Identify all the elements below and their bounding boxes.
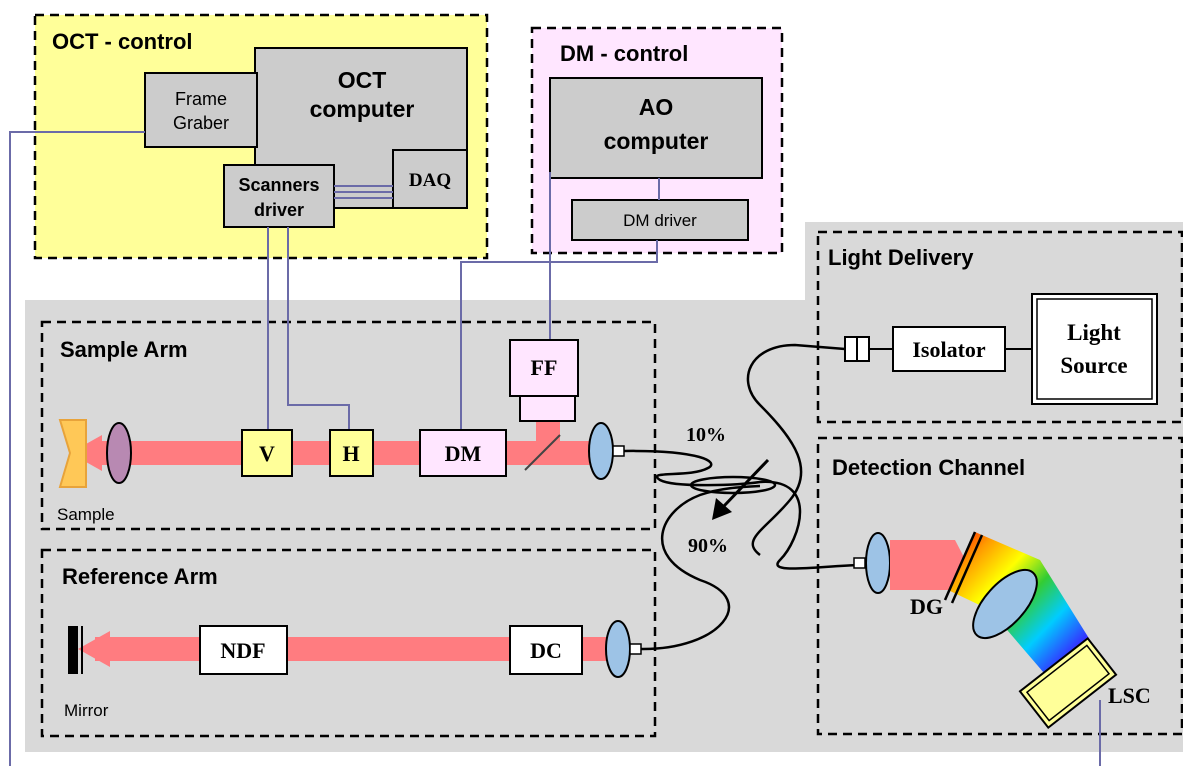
detection-channel-title: Detection Channel xyxy=(832,455,1025,480)
coupler-arrow-shaft xyxy=(722,458,770,508)
reference-beam-arrowhead xyxy=(78,631,110,667)
dispersion-compensator xyxy=(509,625,583,675)
dc-label: DC xyxy=(530,638,562,663)
sample-collimator-lens xyxy=(588,422,614,480)
scanners-driver-label-1: Scanners xyxy=(238,175,319,195)
scanners-driver-box xyxy=(223,164,335,228)
coupler-ratio-90: 90% xyxy=(688,535,728,557)
sample-arm-title: Sample Arm xyxy=(60,337,188,362)
ff-camera-label: FF xyxy=(531,355,558,380)
daq-label: DAQ xyxy=(409,170,451,191)
frame-graber-label-1: Frame xyxy=(175,89,227,109)
fiber-network xyxy=(623,343,861,651)
deformable-mirror xyxy=(419,429,507,477)
reference-fiber-tip xyxy=(629,643,642,655)
ndf-label: NDF xyxy=(220,638,265,663)
v-scanner xyxy=(241,429,293,477)
sample-lens xyxy=(106,422,132,484)
detection-beam xyxy=(890,540,968,590)
coupler-ratio-10: 10% xyxy=(686,424,726,446)
reference-arm-title: Reference Arm xyxy=(62,564,218,589)
reference-arm-region xyxy=(40,548,657,738)
coupler-arrowhead xyxy=(712,498,732,520)
light-source-box xyxy=(1031,293,1158,405)
dm-driver-label: DM driver xyxy=(623,211,697,230)
sample-object xyxy=(58,419,87,488)
oct-computer-label-2: computer xyxy=(310,96,415,122)
oct-computer-label-1: OCT xyxy=(338,67,387,93)
reference-collimator-lens xyxy=(605,620,631,678)
reference-mirror xyxy=(68,626,78,674)
fiber-coupler xyxy=(689,475,777,495)
oct-control-title: OCT - control xyxy=(52,29,193,54)
dm-driver-box xyxy=(571,199,749,241)
detection-channel-region xyxy=(816,436,1183,736)
beam-splitter xyxy=(524,434,561,471)
mirror-label: Mirror xyxy=(64,701,109,720)
isolator-box xyxy=(892,326,1006,372)
detection-focusing-lens xyxy=(972,569,1038,639)
h-scanner-label: H xyxy=(342,441,359,466)
diffraction-grating-back xyxy=(950,534,984,604)
control-wiring xyxy=(9,131,1101,766)
optics-background-panel xyxy=(25,222,1183,752)
sample-fiber-tip xyxy=(612,445,625,457)
ff-camera-lens xyxy=(519,395,576,422)
daq-box xyxy=(392,149,468,209)
ndf-filter xyxy=(199,625,288,675)
light-delivery-title: Light Delivery xyxy=(828,245,974,270)
detection-fiber-tip xyxy=(853,557,866,569)
ff-camera-body xyxy=(509,339,579,397)
dm-control-title: DM - control xyxy=(560,41,688,66)
scanners-driver-label-2: driver xyxy=(254,200,304,220)
light-source-inner-frame xyxy=(1036,298,1153,400)
sample-label: Sample xyxy=(57,505,115,524)
ao-computer-box xyxy=(549,77,763,179)
ao-computer-label-1: AO xyxy=(639,94,674,120)
ao-computer-label-2: computer xyxy=(604,128,709,154)
line-scan-camera xyxy=(1018,636,1118,730)
light-source-label-1: Light xyxy=(1067,320,1121,345)
detection-collimator-lens xyxy=(865,532,891,594)
scanners-daq-link xyxy=(334,185,393,199)
sample-arm-region xyxy=(40,320,657,531)
dg-label: DG xyxy=(910,594,943,619)
lsc-label: LSC xyxy=(1108,683,1151,708)
frame-graber-label-2: Graber xyxy=(173,113,229,133)
diffraction-grating xyxy=(943,531,977,601)
deformable-mirror-label: DM xyxy=(445,441,482,466)
frame-graber-box xyxy=(144,72,258,148)
v-scanner-label: V xyxy=(259,441,275,466)
light-source-label-2: Source xyxy=(1060,353,1127,378)
light-delivery-region xyxy=(816,230,1183,424)
isolator-label: Isolator xyxy=(912,337,986,362)
h-scanner xyxy=(329,429,374,477)
